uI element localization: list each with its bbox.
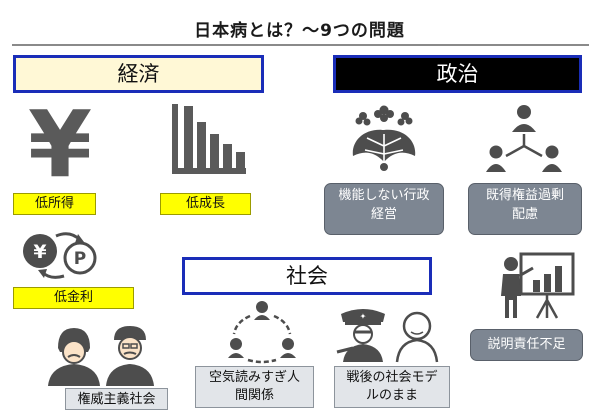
exchange-points-glyph: P	[74, 249, 86, 269]
declining-bar-chart-icon	[172, 104, 246, 174]
officer-cap-badge: ✦	[360, 312, 367, 321]
issue-low-growth: 低成長	[160, 193, 251, 215]
issue-dysfunctional-administration-line2: 経営	[370, 207, 397, 222]
issue-postwar-social-model: 戦後の社会モデ ルのまま	[334, 366, 450, 408]
issue-lack-of-accountability: 説明責任不足	[470, 329, 583, 361]
issue-dysfunctional-administration: 機能しない行政 経営	[324, 183, 444, 235]
issue-excessive-conformity: 空気読みすぎ人 間関係	[195, 366, 314, 408]
exchange-yen-glyph: ¥	[33, 241, 46, 263]
issue-postwar-social-model-line1: 戦後の社会モデ	[346, 370, 438, 385]
page-title: 日本病とは？～9つの問題	[194, 21, 405, 41]
yen-icon: ¥	[28, 100, 92, 186]
government-crest-icon	[352, 105, 416, 171]
circular-relationships-icon	[228, 301, 296, 364]
category-economy: 経済	[13, 55, 264, 93]
postwar-figures-icon: ✦	[336, 309, 439, 363]
issue-dysfunctional-administration-line1: 機能しない行政	[338, 188, 430, 203]
category-society: 社会	[182, 257, 432, 295]
issue-postwar-social-model-line2: ルのまま	[365, 388, 418, 403]
issue-excessive-conformity-line2: 間関係	[234, 388, 274, 403]
issue-excessive-vested-interests-line1: 既得権益過剰	[485, 188, 564, 203]
authority-figures-icon	[48, 326, 154, 386]
network-hierarchy-icon	[486, 105, 562, 172]
issue-low-income: 低所得	[13, 193, 96, 215]
title-divider	[12, 44, 589, 46]
category-politics: 政治	[333, 55, 582, 93]
issue-excessive-conformity-line1: 空気読みすぎ人	[208, 370, 300, 385]
yen-icon-glyph: ¥	[28, 100, 92, 186]
currency-exchange-icon: ¥ P	[23, 232, 97, 279]
issue-authoritarian-society: 権威主義社会	[65, 388, 168, 410]
issue-low-interest: 低金利	[13, 287, 134, 309]
presenter-chart-icon	[501, 252, 575, 319]
issue-excessive-vested-interests: 既得権益過剰 配慮	[468, 183, 582, 235]
issue-excessive-vested-interests-line2: 配慮	[511, 207, 538, 222]
